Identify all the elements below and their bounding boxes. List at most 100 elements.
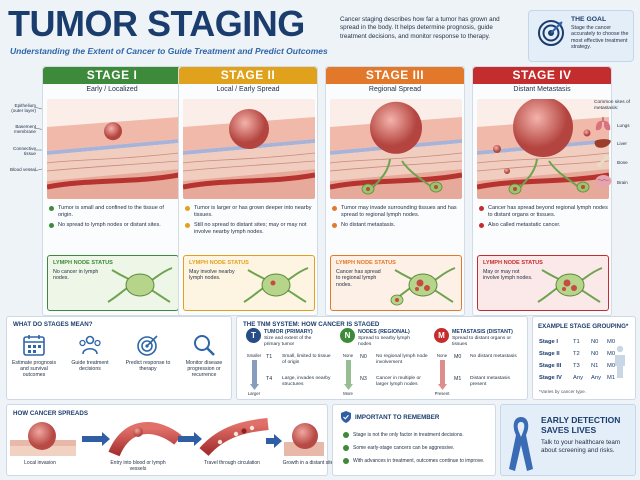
metastasis-sites-title: Common sites of metastasis:: [594, 100, 630, 111]
stage-card-4: STAGE IV Distant Metastasis Cancer has s: [472, 66, 612, 316]
tnm-desc-m: Spread to distant organs or tissues: [452, 336, 511, 347]
stage-1-header: STAGE I: [43, 67, 181, 84]
stage-4-subtitle: Distant Metastasis: [513, 86, 571, 93]
stage-4-lymph-status: LYMPH NODE STATUS May or may not involve…: [477, 255, 609, 311]
stage-3-header: STAGE III: [326, 67, 464, 84]
lymph-status-text: No cancer in lymph nodes.: [53, 269, 99, 282]
tnm-code: M1: [454, 376, 462, 382]
stage-card-3: STAGE III Regional Spread Tumor may inva…: [325, 66, 465, 316]
lymph-status-title: LYMPH NODE STATUS: [336, 260, 396, 266]
tnm-title: THE TNM SYSTEM: HOW CANCER IS STAGED: [243, 321, 380, 328]
stage-2-bullets: Tumor is larger or has grown deeper into…: [185, 205, 315, 239]
lungs-label: Lungs: [617, 123, 630, 128]
stage-3-bullet: No distant metastasis.: [332, 222, 462, 229]
lymph-node-icon: [107, 267, 173, 303]
goal-text: Stage the cancer accurately to choose th…: [571, 25, 629, 51]
tnm-code: T4: [266, 376, 273, 382]
tnm-letter-n: N: [340, 328, 355, 343]
shield-check-icon: [341, 411, 351, 423]
tnm-scale-bottom-n: More: [343, 391, 353, 396]
stage-2-bullet: Still no spread to distant sites; may or…: [185, 222, 315, 235]
tnm-code: N3: [360, 376, 367, 382]
stage-3-bullets: Tumor may invade surrounding tissues and…: [332, 205, 462, 233]
check-icon: [343, 432, 349, 438]
stage-1-bullets: Tumor is small and confined to the tissu…: [49, 205, 179, 233]
bullet-dot-icon: [185, 223, 190, 228]
grouping-cell: N0: [591, 351, 599, 357]
early-title-1: EARLY DETECTION: [541, 415, 621, 425]
stage-3-tissue-illustration: [330, 99, 462, 199]
why-label-response: Predict response to therapy: [125, 360, 171, 373]
brain-icon: [595, 175, 612, 187]
scale-arrow-icon: [344, 360, 353, 390]
grouping-cell: Any: [591, 375, 601, 381]
tnm-column-m: M METASTASIS (DISTANT) Spread to distant…: [434, 328, 524, 398]
grouping-stage-label: Stage III: [539, 363, 562, 369]
grouping-stage-label: Stage IV: [539, 375, 562, 381]
stage-2-bullet: Tumor is larger or has grown deeper into…: [185, 205, 315, 218]
calendar-icon: [23, 335, 45, 356]
tnm-heading-m: METASTASIS (DISTANT): [452, 329, 513, 335]
stage-2-subtitle: Local / Early Spread: [216, 86, 280, 93]
remember-item: Stage is not the only factor in treatmen…: [353, 432, 464, 438]
intro-text: Cancer staging describes how far a tumor…: [340, 16, 500, 40]
grouping-cell: T3: [573, 363, 580, 369]
check-icon: [343, 445, 349, 451]
tnm-column-n: N NODES (REGIONAL) Spread to nearby lymp…: [340, 328, 430, 398]
tnm-code: N0: [360, 354, 367, 360]
why-label-prognosis: Estimate prognosis and survival outcomes: [11, 360, 57, 379]
tnm-panel: THE TNM SYSTEM: HOW CANCER IS STAGED: [236, 316, 528, 400]
lymph-status-title: LYMPH NODE STATUS: [53, 260, 113, 266]
stage-2-lymph-status: LYMPH NODE STATUS May involve nearby lym…: [183, 255, 315, 311]
grouping-cell: M1: [607, 375, 616, 381]
bullet-dot-icon: [332, 223, 337, 228]
bullet-dot-icon: [49, 206, 54, 211]
tnm-scale-top-n: None: [342, 353, 354, 358]
tnm-heading-t: TUMOR (PRIMARY): [264, 329, 313, 335]
tnm-desc-n: Spread to nearby lymph nodes: [358, 336, 410, 347]
stage-1-lymph-status: LYMPH NODE STATUS No cancer in lymph nod…: [47, 255, 179, 311]
target-icon: [137, 335, 158, 356]
stages-meaning-title: WHAT DO STAGES MEAN?: [13, 321, 93, 328]
stage-1-tissue-illustration: [47, 99, 179, 199]
stage-4-bullets: Cancer has spread beyond regional lymph …: [479, 205, 609, 233]
stage-3-subtitle: Regional Spread: [368, 86, 422, 93]
magnifier-icon: [194, 335, 215, 356]
stage-1-bullet: Tumor is small and confined to the tissu…: [49, 205, 179, 218]
liver-icon: [594, 139, 611, 148]
tnm-code-desc: Small, limited to tissue of origin: [282, 354, 331, 365]
why-label-monitor: Monitor disease progression or recurrenc…: [185, 360, 223, 379]
grouping-cell: N1: [591, 363, 599, 369]
stage-4-bullet: Also called metastatic cancer.: [479, 222, 609, 229]
tnm-scale-bottom-m: Present: [434, 391, 450, 396]
scale-arrow-icon: [250, 360, 259, 390]
tnm-code: T1: [266, 354, 273, 360]
grouping-title: EXAMPLE STAGE GROUPING*: [538, 323, 629, 330]
goal-box: THE GOAL Stage the cancer accurately to …: [528, 10, 634, 62]
bullet-dot-icon: [185, 206, 190, 211]
lymph-status-text: May or may not involve lymph nodes.: [483, 269, 533, 282]
tnm-code-desc: No regional lymph node involvement: [376, 354, 428, 365]
tnm-code-desc: No distant metastasis: [470, 354, 517, 359]
tnm-letter-t: T: [246, 328, 261, 343]
tnm-desc-t: Size and extent of the primary tumor: [264, 336, 312, 347]
stage-4-header: STAGE IV: [473, 67, 611, 84]
grouping-cell: M0: [607, 351, 616, 357]
lungs-icon: [595, 117, 611, 131]
why-label-treatment: Guide treatment decisions: [71, 360, 109, 373]
brain-label: Brain: [617, 180, 628, 185]
tnm-scale-top-t: Smaller: [246, 353, 262, 358]
liver-label: Liver: [617, 141, 627, 146]
label-epithelium: Epithelium (outer layer): [11, 103, 36, 114]
tnm-code: M0: [454, 354, 462, 360]
tnm-column-t: T TUMOR (PRIMARY) Size and extent of the…: [246, 328, 336, 398]
bullet-dot-icon: [479, 206, 484, 211]
why-item-monitor: Monitor disease progression or recurrenc…: [179, 333, 229, 379]
stage-4-tissue-illustration: [477, 99, 609, 199]
tnm-scale-bottom-t: Larger: [247, 391, 261, 396]
bullet-dot-icon: [49, 223, 54, 228]
spread-illustration: [10, 418, 324, 457]
bullet-dot-icon: [479, 223, 484, 228]
page-title: TUMOR STAGING: [8, 3, 305, 44]
how-spreads-title: HOW CANCER SPREADS: [13, 410, 88, 417]
